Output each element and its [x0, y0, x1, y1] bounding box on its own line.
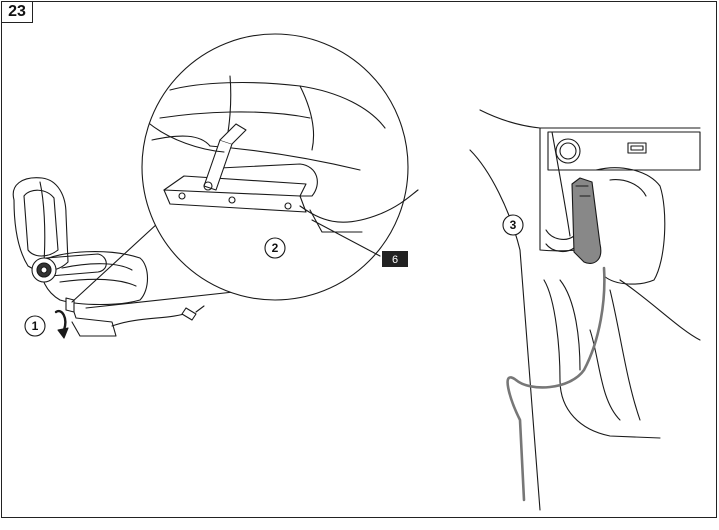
callout-2-label: 2 [272, 241, 279, 255]
callout-3-label: 3 [510, 218, 517, 232]
callout-3-circle [502, 214, 524, 236]
magnifier-line-lower [85, 289, 253, 309]
callout-2-circle [264, 237, 286, 259]
part-tag-label: 6 [392, 254, 398, 266]
seat-drawing [12, 177, 205, 339]
detail-magnifier [141, 33, 419, 301]
callout-1-circle [24, 315, 46, 337]
figure-frame: 23 [1, 1, 717, 518]
car-interior-drawing [469, 109, 701, 511]
part-tag-box [382, 251, 408, 267]
magnifier-line-upper [71, 211, 171, 303]
figure-number: 23 [2, 2, 33, 23]
callout-1-label: 1 [32, 319, 39, 333]
